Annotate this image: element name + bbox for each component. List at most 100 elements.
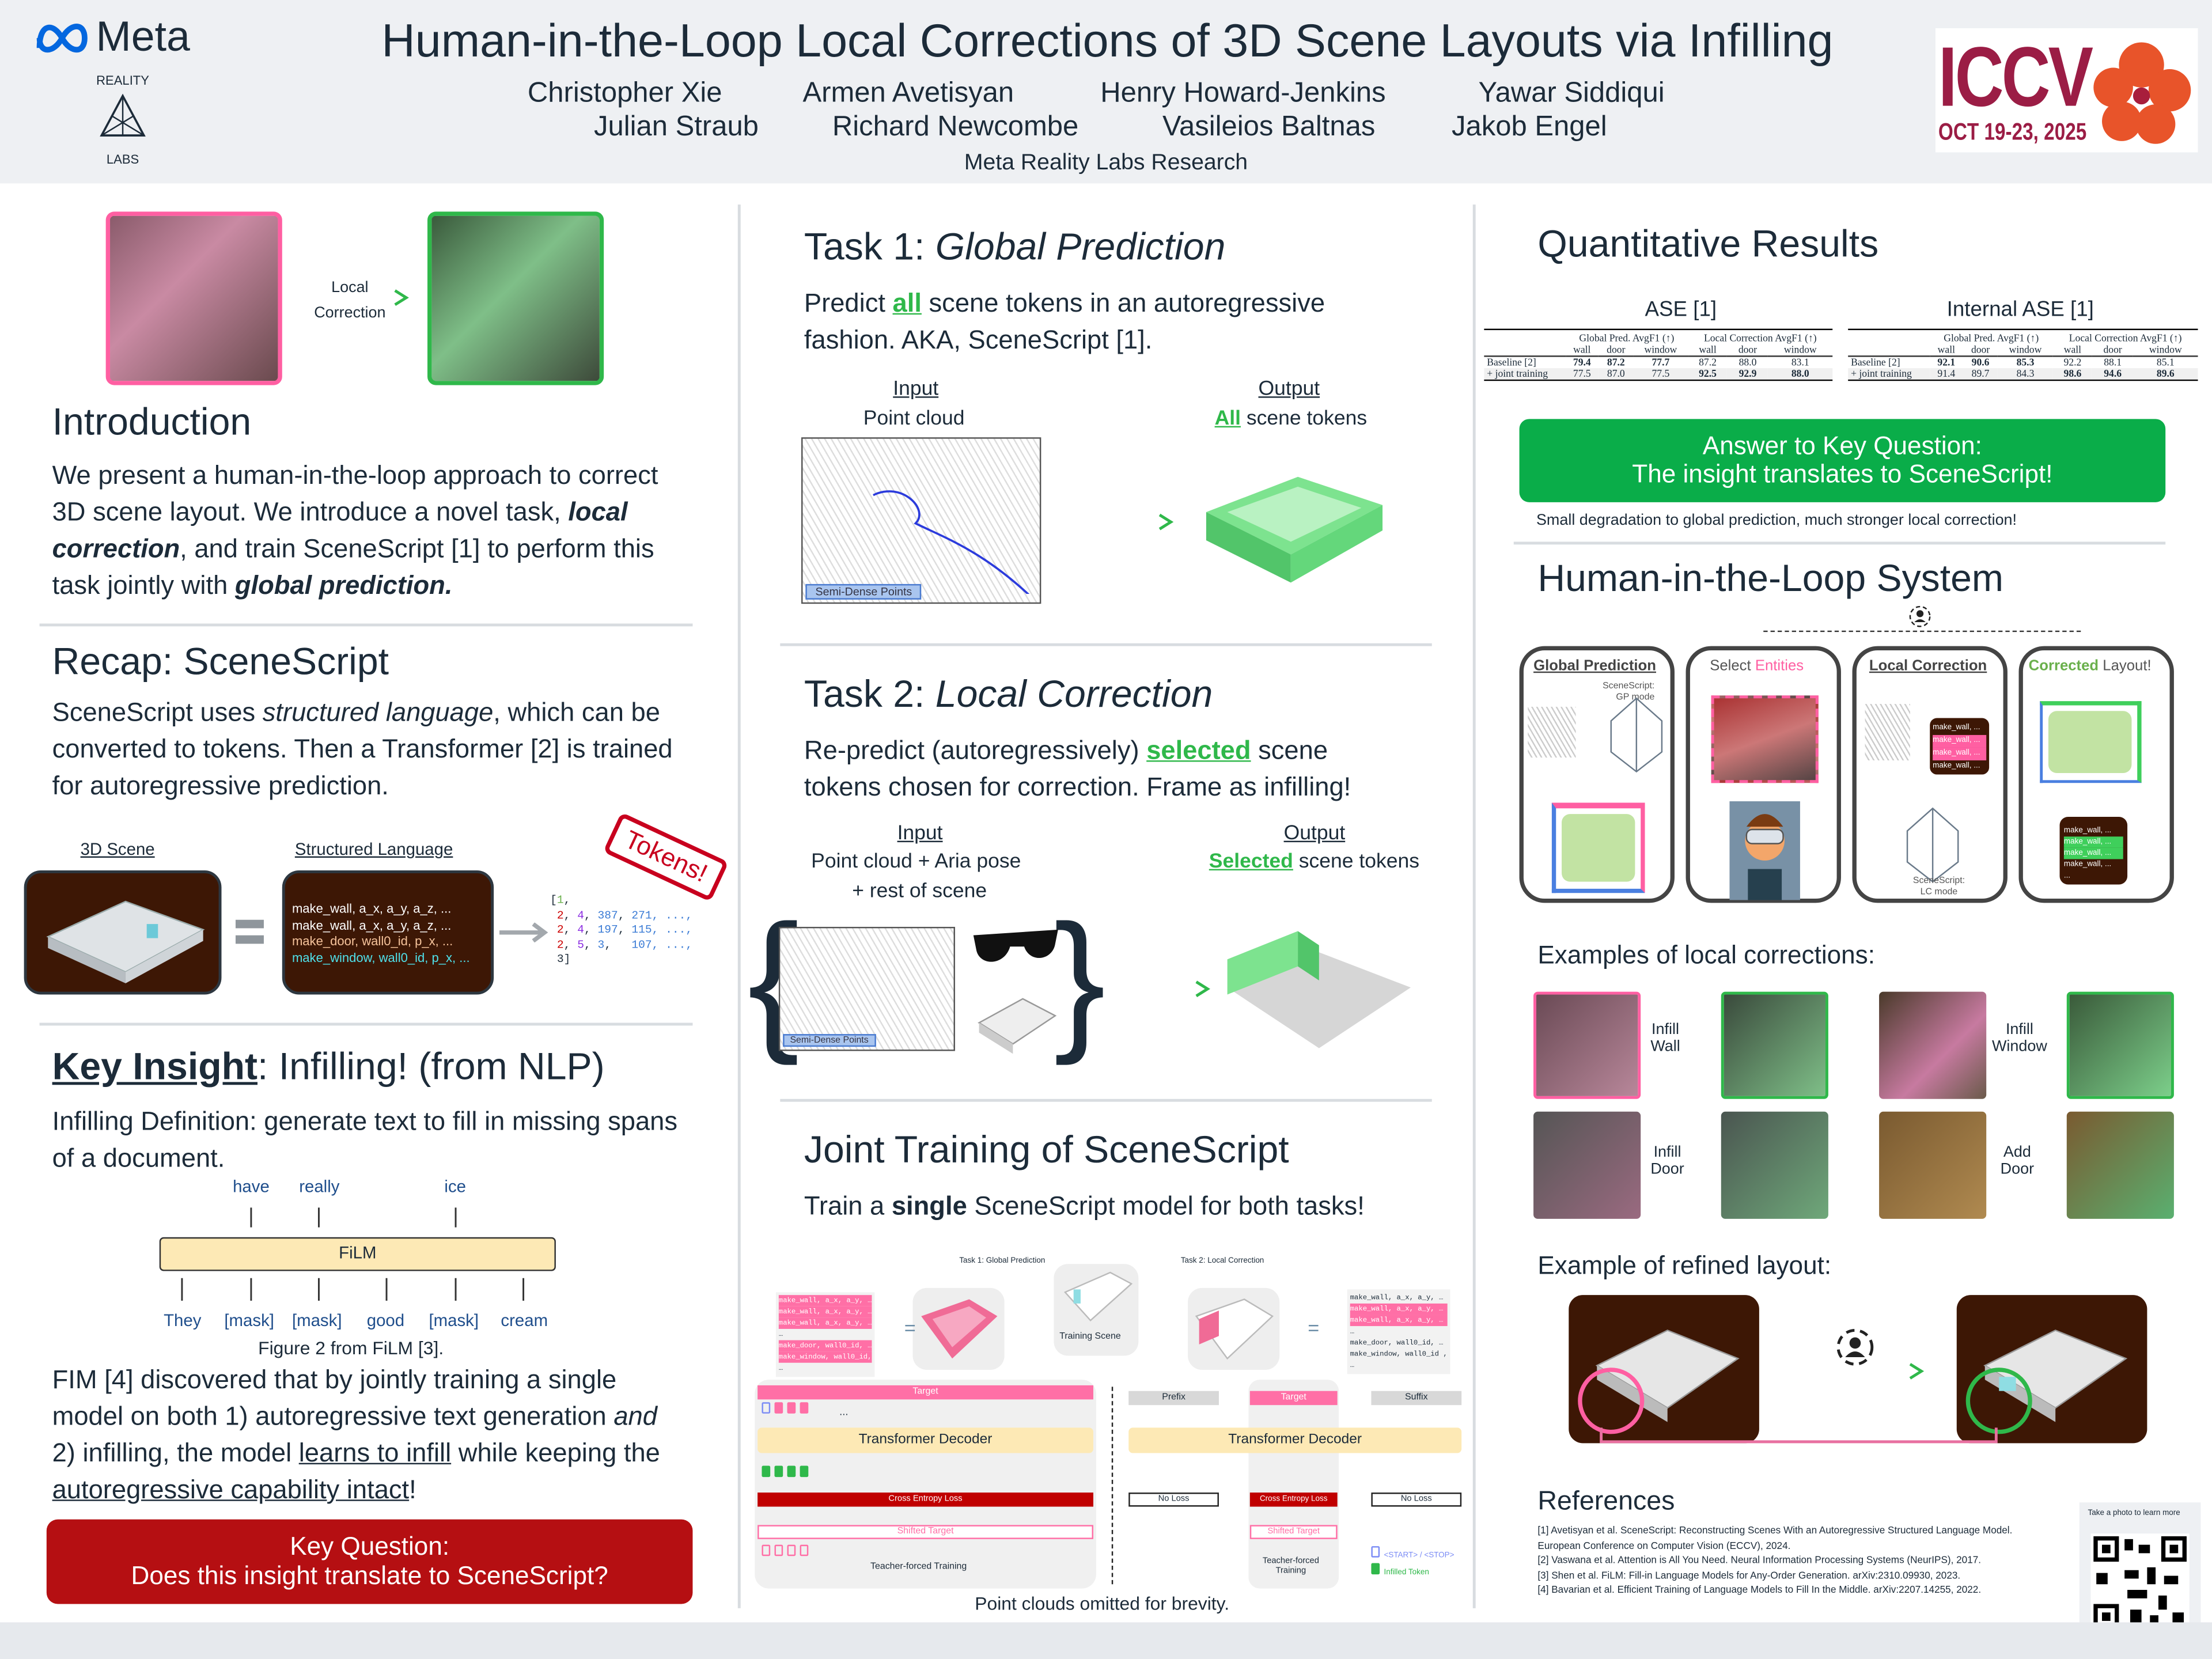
target-bar: Target	[1249, 1391, 1338, 1406]
lc-mode-label: SceneScript:LC mode	[1912, 876, 1965, 897]
film-caption: Figure 2 from FiLM [3].	[258, 1337, 444, 1359]
poster-title: Human-in-the-Loop Local Corrections of 3…	[381, 14, 1834, 67]
example-after-image	[2066, 1111, 2174, 1219]
tokens-stamp: Tokens!	[603, 812, 729, 902]
vr-selection-view	[1711, 695, 1819, 783]
hitl-heading: Human-in-the-Loop System	[1537, 557, 2003, 600]
dashed-separator	[1111, 1387, 1113, 1585]
meta-logo-text: Meta	[96, 14, 190, 61]
reference-item: [1] Avetisyan et al. SceneScript: Recons…	[1537, 1526, 2013, 1536]
transformer-decoder: Transformer Decoder	[757, 1427, 1093, 1453]
vr-user-illustration	[1729, 801, 1800, 900]
quantitative-results-heading: Quantitative Results	[1537, 222, 1879, 266]
teaser-before-image	[105, 211, 282, 385]
column-divider	[737, 204, 741, 1608]
panel-title: Select Entities	[1710, 657, 1804, 675]
hibiscus-icon	[2093, 42, 2191, 144]
table-title: Internal ASE [1]	[1946, 297, 2094, 322]
panel-local-correction: Local Correction make_wall, ...make_wall…	[1852, 646, 2008, 903]
task2-text: Re-predict (autoregressively) selected s…	[804, 734, 1351, 802]
green-room-layout	[1206, 476, 1383, 583]
key-question-title: Key Question:	[290, 1532, 450, 1560]
task2-code: make_wall, a_x, a_y, …make_wall, a_x, a_…	[1347, 1289, 1450, 1374]
human-loop-icon	[1836, 1328, 1874, 1366]
fim-text: FIM [4] discovered that by jointly train…	[52, 1364, 660, 1504]
3d-scene-image	[24, 870, 222, 995]
iccv-logo-text: ICCV	[1938, 29, 2093, 124]
layout-with-errors	[1551, 802, 1645, 893]
panel-title: Global Prediction	[1533, 657, 1656, 675]
structured-language-code: make_wall, a_x, a_y, a_z, ... make_wall,…	[282, 870, 494, 995]
panel-global-prediction: Global Prediction SceneScript:GP mode	[1519, 646, 1675, 903]
training-scene-label: Training Scene	[1059, 1331, 1121, 1342]
example-before-image	[1533, 991, 1641, 1099]
section-divider	[39, 623, 693, 627]
references-list: [1] Avetisyan et al. SceneScript: Recons…	[1537, 1525, 2012, 1599]
arrow-icon	[296, 289, 409, 306]
point-cloud-image: Semi-Dense Points	[778, 926, 955, 1051]
task2-output-label: Output	[1283, 822, 1346, 845]
example-after-image	[2066, 991, 2174, 1099]
author: Yawar Siddiqui	[1478, 77, 1665, 109]
task2-input-desc: Point cloud + Aria pose	[811, 850, 1021, 873]
film-output-word: really	[299, 1176, 340, 1196]
header	[0, 0, 2212, 184]
examples-heading: Examples of local corrections:	[1537, 941, 1875, 969]
point-cloud-thumb	[1528, 706, 1576, 758]
teaser-after-image	[427, 211, 604, 385]
task1-output-desc: All scene tokens	[1214, 407, 1368, 430]
iccv-dates: OCT 19-23, 2025	[1938, 118, 2087, 146]
film-input-word: [mask]	[291, 1310, 342, 1331]
equals-icon: =	[1308, 1316, 1320, 1339]
cross-entropy-loss: Cross Entropy Loss	[757, 1493, 1093, 1507]
semi-dense-points-label: Semi-Dense Points	[783, 1034, 876, 1047]
transformer-decoder: Transformer Decoder	[1128, 1427, 1462, 1453]
reference-item: [2] Vaswana et al. Attention is All You …	[1537, 1556, 1982, 1566]
token-list: [1, 2, 4, 387, 271, ..., 2, 4, 197, 115,…	[550, 894, 693, 967]
reference-item: [4] Bavarian et al. Efficient Training o…	[1537, 1585, 1982, 1596]
svg-text:REALITY: REALITY	[96, 73, 149, 88]
reference-item: European Conference on Computer Vision (…	[1537, 1541, 1791, 1551]
shifted-target: Shifted Target	[757, 1525, 1093, 1539]
author: Vasileios Baltnas	[1162, 111, 1376, 143]
answer-text: The insight translates to SceneScript!	[1632, 460, 2053, 488]
author: Henry Howard-Jenkins	[1100, 77, 1386, 109]
target-bar: Target	[757, 1385, 1093, 1400]
code-line: make_door, wall0_id, p_x, ...	[291, 934, 453, 948]
point-cloud-thumb	[1865, 704, 1910, 761]
arrow-icon	[1780, 1363, 1925, 1380]
task1-input-desc: Point cloud	[863, 407, 965, 430]
local-correction-label: Local Correction	[314, 279, 386, 322]
semi-dense-points-label: Semi-Dense Points	[805, 584, 922, 600]
answer-box: Answer to Key Question: The insight tran…	[1519, 419, 2166, 502]
trajectory-path	[873, 490, 1030, 594]
example-before-image	[1533, 1111, 1641, 1219]
layout-after-image	[1956, 1295, 2147, 1444]
table-title: ASE [1]	[1645, 297, 1717, 322]
task2-scene-partial	[1188, 1287, 1280, 1370]
panel-title: Local Correction	[1869, 657, 1987, 675]
example-after-image	[1721, 991, 1828, 1099]
iccv-logo: ICCV OCT 19-23, 2025	[1936, 28, 2198, 153]
arrow-icon	[1097, 980, 1210, 998]
joint-training-text: Train a single SceneScript model for bot…	[804, 1190, 1365, 1221]
film-model-box: FiLM	[159, 1237, 556, 1271]
code-line: make_wall, a_x, a_y, a_z, ...	[291, 901, 452, 916]
layout-before-image	[1569, 1295, 1759, 1444]
task1-text: Predict all scene tokens in an autoregre…	[804, 287, 1325, 354]
qr-panel: Take a photo to learn more	[2079, 1502, 2201, 1637]
qr-code[interactable]	[2090, 1533, 2190, 1633]
loop-dashed-line	[1763, 630, 2081, 632]
key-question-box: Key Question: Does this insight translat…	[46, 1519, 693, 1604]
key-question-text: Does this insight translate to SceneScri…	[131, 1562, 608, 1590]
footer-strip	[0, 1622, 2212, 1659]
task1-input-label: Input	[893, 378, 939, 401]
partial-layout-image	[1227, 931, 1411, 1048]
